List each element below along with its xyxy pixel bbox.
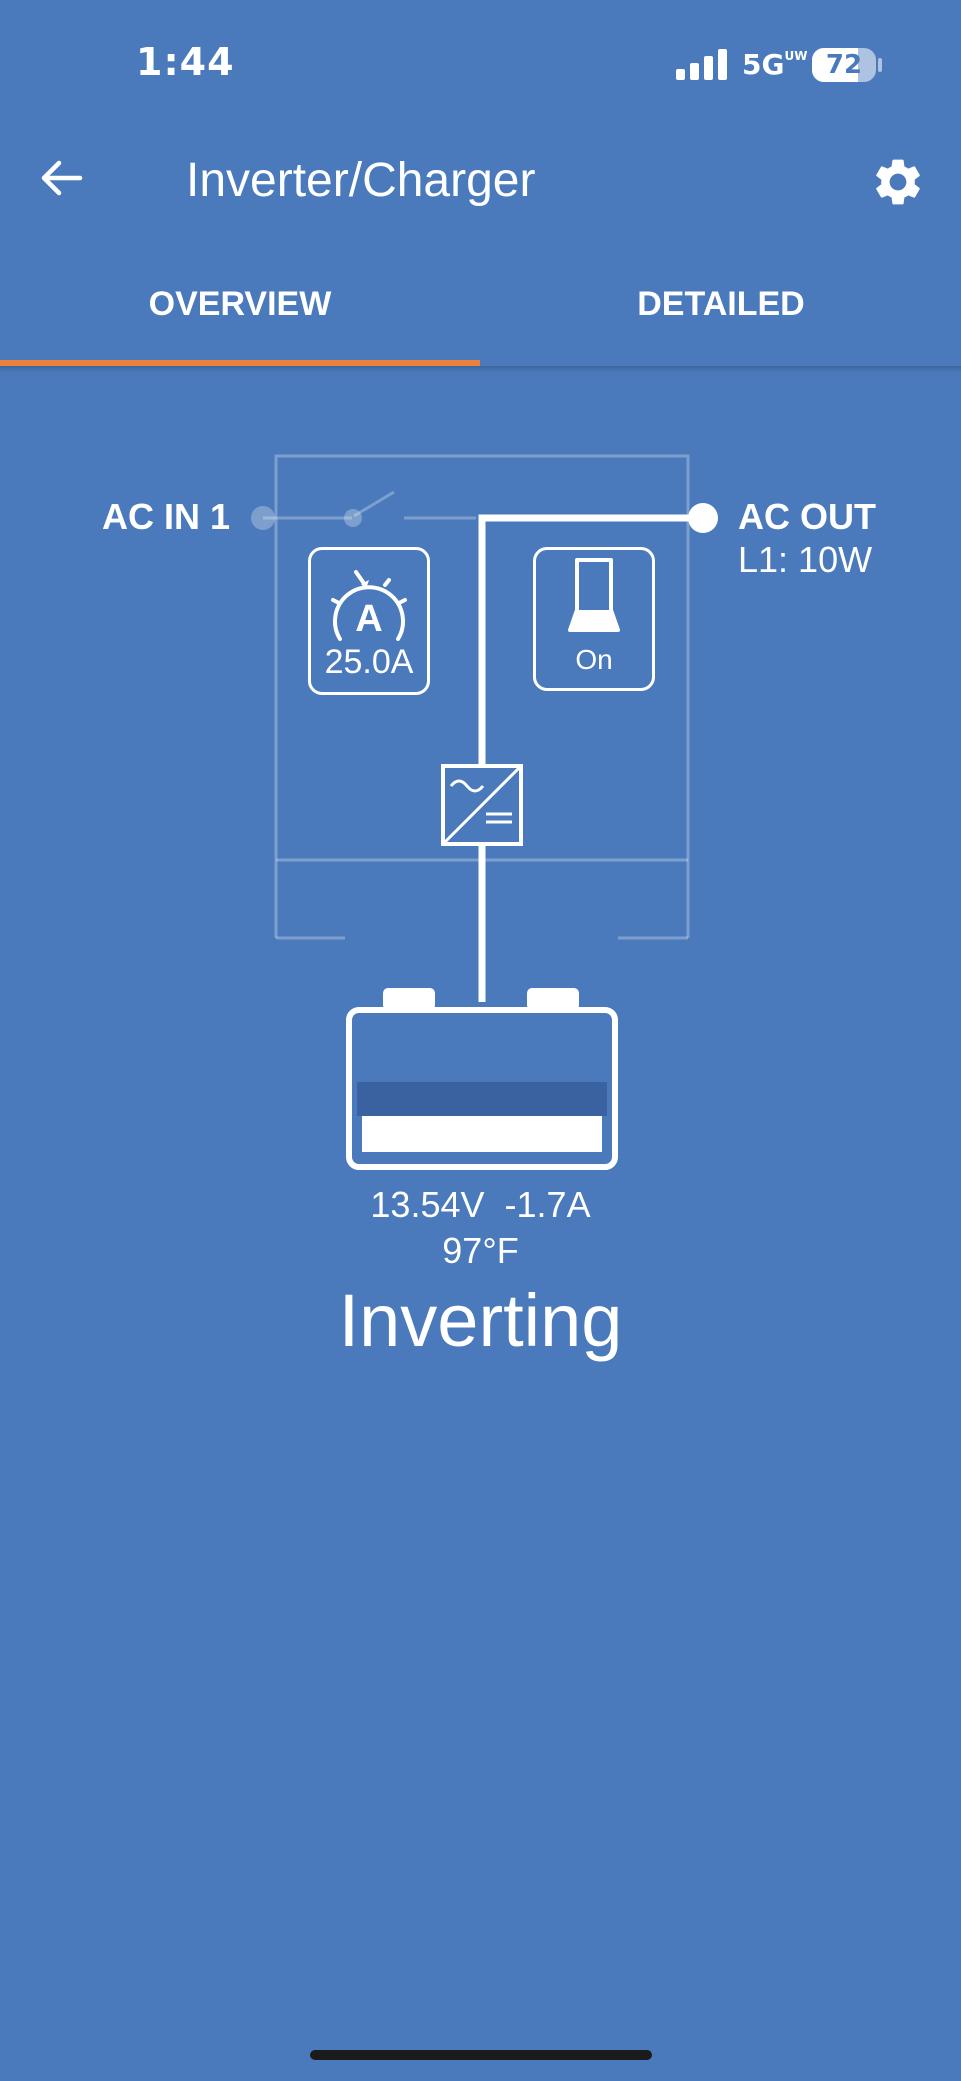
battery-level: 72 — [825, 50, 863, 80]
rocker-switch-icon — [568, 558, 620, 632]
input-current-limit-value: 25.0A — [324, 643, 414, 681]
device-enclosure-outline — [274, 454, 690, 940]
inverter-ac-dc-icon — [441, 764, 523, 846]
page-title: Inverter/Charger — [186, 154, 536, 207]
battery-temperature: 97°F — [442, 1230, 519, 1271]
back-button[interactable] — [36, 152, 88, 204]
settings-button[interactable] — [870, 154, 926, 210]
svg-text:A: A — [355, 598, 382, 640]
battery-tip — [878, 58, 882, 72]
home-indicator[interactable] — [310, 2050, 652, 2060]
battery-icon — [346, 988, 618, 1170]
battery-voltage: 13.54V — [370, 1184, 485, 1225]
ammeter-gauge-icon: A — [331, 570, 407, 641]
ac-input-label: AC IN 1 — [102, 496, 231, 537]
mode-switch-button[interactable]: On — [533, 547, 655, 691]
gear-icon — [876, 159, 920, 205]
ac-input-switch-icon — [251, 490, 476, 530]
active-tab-indicator — [0, 360, 480, 366]
signal-strength-icon — [676, 48, 728, 80]
arrow-left-icon — [41, 160, 83, 196]
network-type: 5GUW — [742, 48, 808, 81]
battery-status-icon: 72 — [812, 48, 876, 82]
tab-bar: OVERVIEW DETAILED — [0, 268, 961, 364]
mode-value: On — [575, 644, 613, 675]
device-state: Inverting — [338, 1279, 623, 1362]
ac-output-power: L1: 10W — [738, 539, 873, 580]
status-bar: 1:44 5GUW 72 — [0, 0, 961, 130]
battery-readout: 13.54V -1.7A — [0, 1184, 961, 1226]
tab-overview[interactable]: OVERVIEW — [148, 285, 332, 323]
status-time: 1:44 — [136, 40, 235, 84]
network-badge: UW — [784, 49, 808, 63]
ac-output-label: AC OUT — [738, 496, 876, 537]
tab-detailed[interactable]: DETAILED — [637, 285, 805, 323]
battery-current: -1.7A — [504, 1184, 591, 1225]
input-current-limit-button[interactable]: A 25.0A — [308, 547, 430, 695]
tab-bar-shadow — [0, 366, 961, 372]
